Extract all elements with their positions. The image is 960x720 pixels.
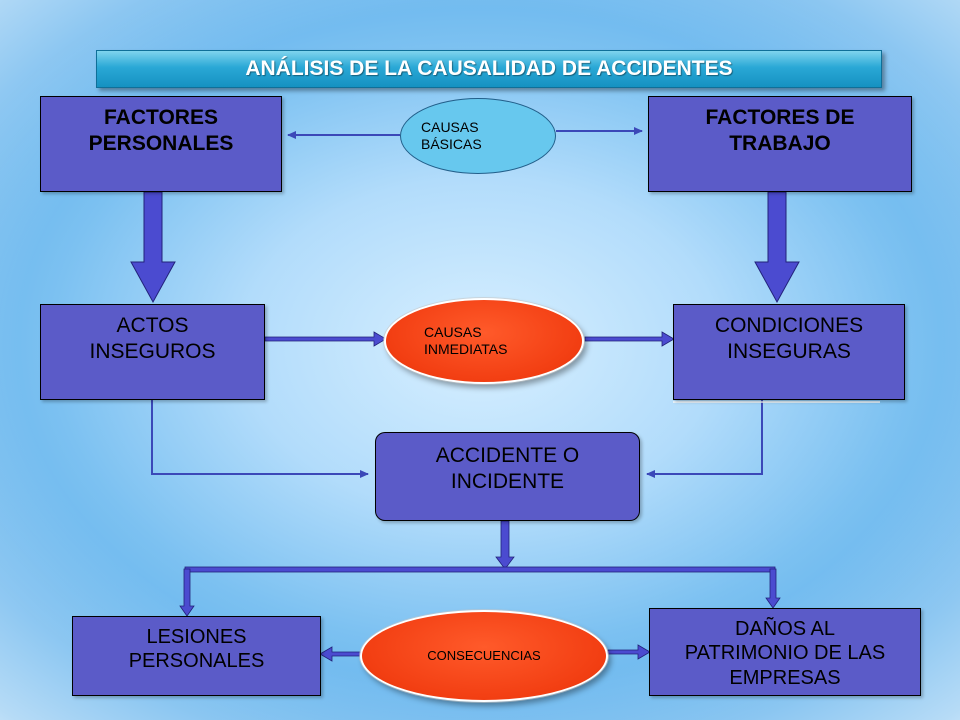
block-arrow-trabajo-to-condiciones: [754, 191, 800, 304]
box-actos-inseguros: ACTOS INSEGUROS: [40, 304, 265, 400]
box-condiciones-inseguras: CONDICIONES INSEGURAS: [673, 304, 905, 400]
box-factores-personales-label: FACTORES PERSONALES: [88, 106, 234, 155]
ellipse-consecuencias: CONSECUENCIAS: [360, 610, 608, 702]
arrow-consecuencias-to-danos: [607, 644, 651, 660]
ellipse-causas-inmediatas-label: CAUSAS INMEDIATAS: [424, 324, 508, 357]
ellipse-causas-basicas-label: CAUSAS BÁSICAS: [421, 119, 482, 152]
ellipse-consecuencias-label: CONSECUENCIAS: [427, 648, 541, 664]
box-lesiones-personales: LESIONES PERSONALES: [72, 616, 321, 696]
box-accidente-incidente: ACCIDENTE O INCIDENTE: [375, 432, 640, 521]
box-accidente-incidente-label: ACCIDENTE O INCIDENTE: [435, 444, 580, 493]
box-factores-personales: FACTORES PERSONALES: [40, 96, 282, 192]
arrow-actos-to-inmediatas: [264, 331, 387, 347]
arrow-split-to-danos: [765, 568, 781, 609]
arrow-actos-to-accidente: [151, 400, 369, 478]
arrow-consecuencias-to-lesiones: [319, 646, 363, 662]
box-actos-inseguros-label: ACTOS INSEGUROS: [89, 314, 216, 363]
arrow-inmediatas-to-condiciones: [584, 331, 675, 347]
split-line: [184, 566, 776, 573]
box-danos-patrimonio-label: DAÑOS AL PATRIMONIO DE LAS EMPRESAS: [684, 618, 886, 689]
ellipse-causas-basicas: CAUSAS BÁSICAS: [400, 98, 556, 174]
box-condiciones-inseguras-label: CONDICIONES INSEGURAS: [714, 314, 864, 363]
diagram-title-bar: ANÁLISIS DE LA CAUSALIDAD DE ACCIDENTES: [96, 50, 882, 88]
block-arrow-personales-to-actos: [130, 191, 176, 304]
arrow-split-to-lesiones: [179, 568, 195, 617]
box-factores-trabajo: FACTORES DE TRABAJO: [648, 96, 912, 192]
arrow-condiciones-to-accidente: [646, 400, 763, 478]
ellipse-causas-inmediatas: CAUSAS INMEDIATAS: [384, 298, 584, 384]
box-factores-trabajo-label: FACTORES DE TRABAJO: [705, 106, 855, 155]
box-danos-patrimonio: DAÑOS AL PATRIMONIO DE LAS EMPRESAS: [649, 608, 921, 696]
diagram-title: ANÁLISIS DE LA CAUSALIDAD DE ACCIDENTES: [245, 57, 733, 80]
block-arrow-accidente-down: [495, 520, 515, 570]
box-lesiones-personales-label: LESIONES PERSONALES: [128, 626, 265, 673]
